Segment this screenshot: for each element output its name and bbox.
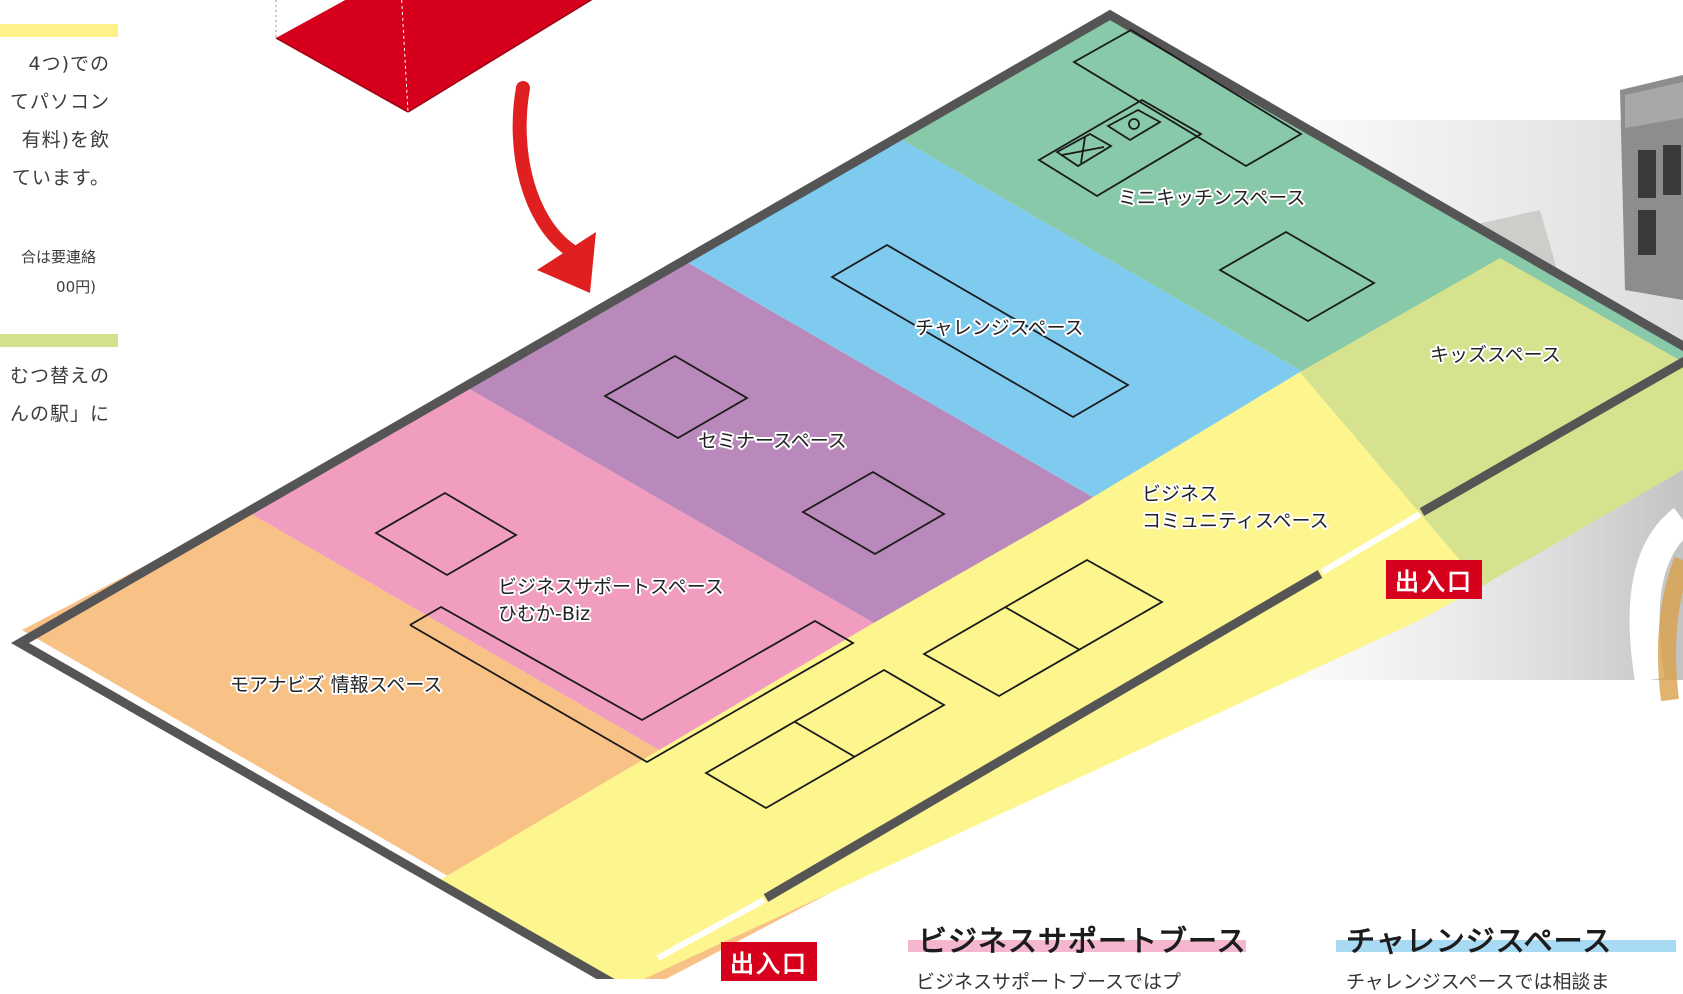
section-bar-1 — [0, 24, 118, 37]
heading-highlight — [908, 940, 1246, 952]
label-seminar: セミナースペース — [698, 430, 847, 452]
pointing-arrow — [512, 81, 596, 293]
label-community-2: コミュニティスペース — [1142, 510, 1329, 532]
furniture-outlines — [374, 28, 1376, 810]
floor-walls — [10, 9, 1683, 979]
subtext-biz-support: ビジネスサポートブースではプ — [916, 971, 1182, 993]
label-kids: キッズスペース — [1430, 344, 1561, 366]
entrance-badge-right: 出入口 — [1386, 560, 1482, 599]
left-text-line: 有料)を飲 — [21, 129, 110, 151]
heading-highlight — [1336, 940, 1676, 952]
entrance-badge-bottom: 出入口 — [721, 942, 817, 981]
left-text-line: 4つ)での — [28, 53, 110, 75]
subtext-challenge: チャレンジスペースでは相談ま — [1346, 971, 1610, 993]
left-note-line: 合は要連絡 — [20, 248, 96, 266]
left-note-line: 00円) — [56, 278, 96, 296]
heading-challenge-space: チャレンジスペース — [1346, 924, 1613, 958]
label-info: モアナビズ 情報スペース — [230, 674, 442, 696]
left-text-line: ています。 — [11, 167, 110, 189]
label-challenge: チャレンジスペース — [915, 317, 1084, 339]
heading-biz-support-booth: ビジネスサポートブース — [918, 924, 1247, 958]
label-kitchen: ミニキッチンスペース — [1118, 187, 1305, 209]
red-building-block — [275, 0, 593, 113]
section-bar-2 — [0, 334, 118, 347]
entrance-gaps — [656, 511, 1422, 961]
label-community-1: ビジネス — [1142, 483, 1218, 505]
left-text-line: んの駅」に — [9, 403, 110, 425]
label-biz-support-1: ビジネスサポートスペース — [498, 576, 724, 598]
label-biz-support-2: ひむか-Biz — [498, 603, 590, 625]
left-text-column: 4つ)での てパソコン 有料)を飲 ています。 合は要連絡 00円) むつ替えの… — [0, 0, 124, 440]
left-text-line: むつ替えの — [9, 365, 110, 387]
zone-kids — [1300, 258, 1683, 586]
left-text-line: てパソコン — [9, 91, 110, 113]
